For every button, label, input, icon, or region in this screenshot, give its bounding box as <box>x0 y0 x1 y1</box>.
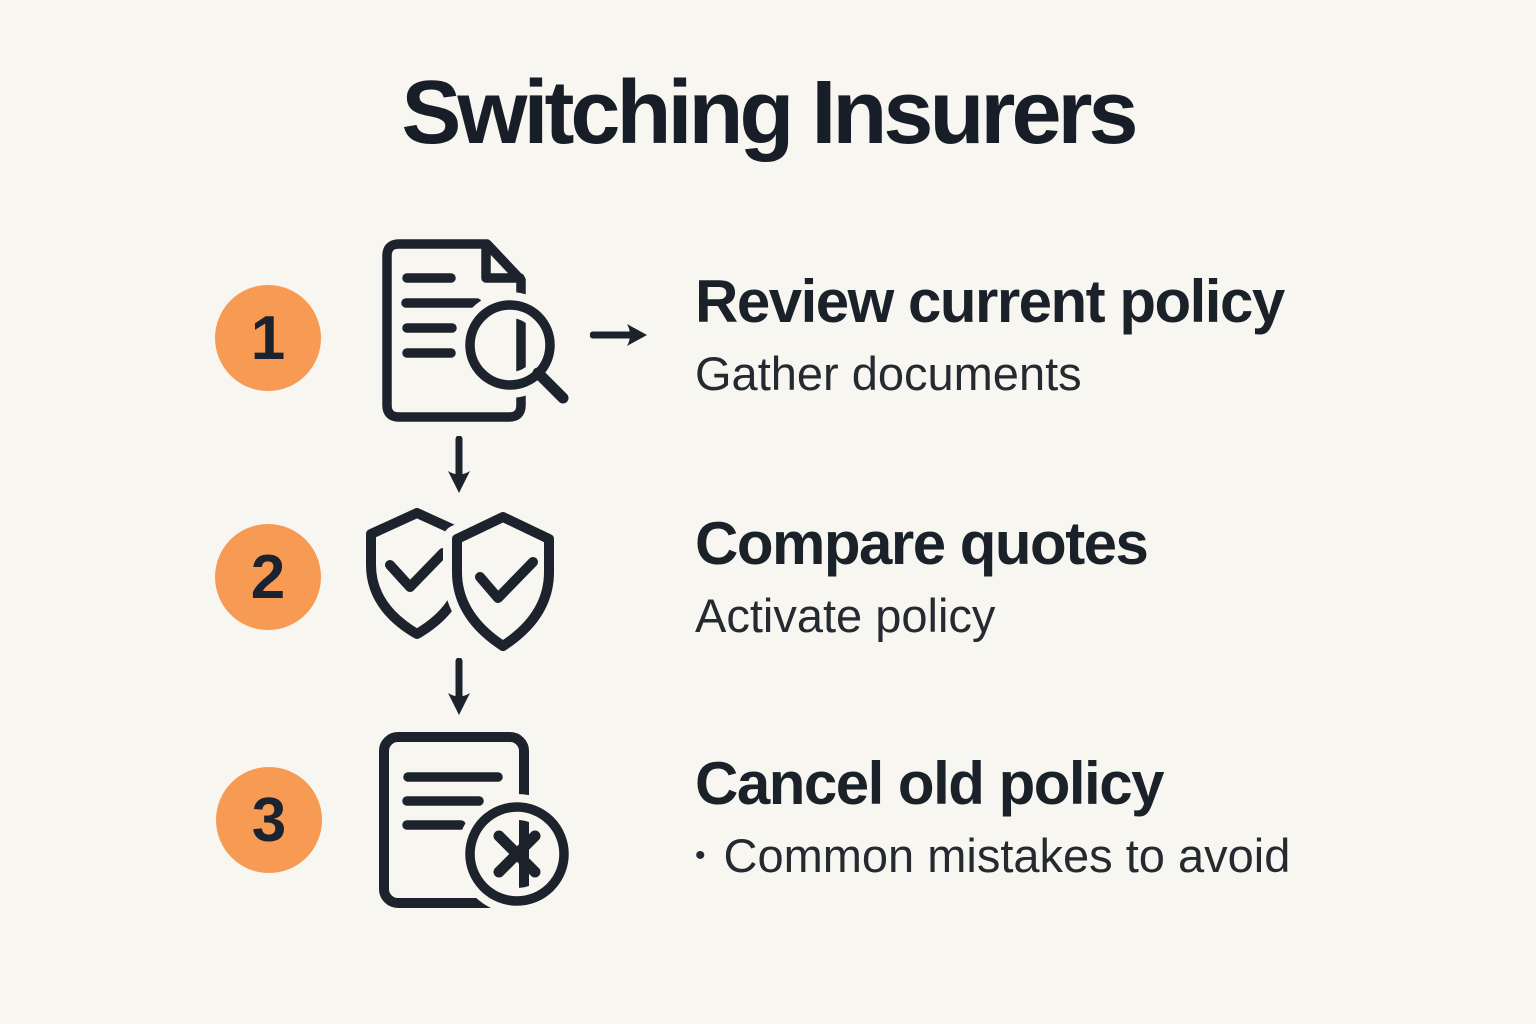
step-1-number: 1 <box>250 303 286 373</box>
step-1-number-badge: 1 <box>215 285 321 391</box>
step-3-text: Cancel old policy • Common mistakes to av… <box>695 752 1290 886</box>
step-3-heading: Cancel old policy <box>695 750 1164 817</box>
page-title: Switching Insurers <box>401 63 1138 163</box>
step-3-subtitle-row: • Common mistakes to avoid <box>695 830 1290 886</box>
document-search-icon <box>382 239 575 422</box>
step-2-number-badge: 2 <box>215 524 321 630</box>
arrow-down-icon <box>448 658 470 715</box>
document-cancel-icon <box>379 732 573 909</box>
arrow-down-icon <box>448 436 470 493</box>
shield-check-pair-icon <box>366 508 562 656</box>
step-2-text: Compare quotes Activate policy <box>695 510 1149 642</box>
step-1-heading: Review current policy <box>695 268 1285 335</box>
step-2-subtitle: Activate policy <box>695 589 996 642</box>
arrow-right-icon <box>590 324 647 346</box>
step-3-subtitle: Common mistakes to avoid <box>723 829 1291 882</box>
step-3-number: 3 <box>251 785 287 855</box>
step-1-subtitle: Gather documents <box>695 347 1082 400</box>
step-3-number-badge: 3 <box>216 767 322 873</box>
step-2-heading: Compare quotes <box>695 510 1149 577</box>
step-2-number: 2 <box>250 542 286 612</box>
step-1-text: Review current policy Gather documents <box>695 268 1285 400</box>
bullet-dot: • <box>695 838 706 872</box>
